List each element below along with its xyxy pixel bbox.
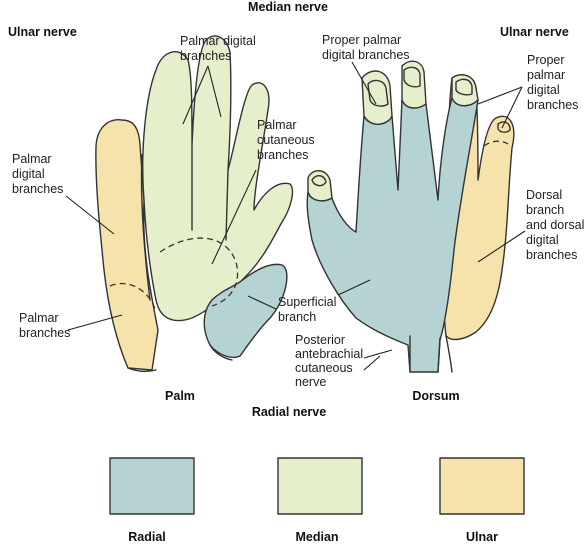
legend-label-median: Median: [295, 530, 338, 544]
legend: Radial Median Ulnar: [109, 457, 525, 544]
label-superficial-branch: Superficial branch: [278, 295, 340, 324]
label-dorsal-branch: Dorsal branch and dorsal digital branche…: [526, 188, 586, 262]
header-ulnar-nerve-right: Ulnar nerve: [500, 25, 569, 39]
label-proper-palmar-digital-branches-mid: Proper palmar digital branches: [322, 33, 410, 62]
label-posterior-antebrachial-nerve: Posterior antebrachial cutaneous nerve: [295, 333, 367, 389]
legend-swatch-radial: [109, 457, 195, 515]
leader-lines: [65, 61, 526, 371]
label-palmar-branches: Palmar branches: [19, 311, 70, 340]
dorsum-hand: [306, 60, 515, 373]
label-palmar-cutaneous-branches: Palmar cutaneous branches: [257, 118, 318, 162]
label-palmar-digital-branches-top: Palmar digital branches: [180, 34, 259, 63]
header-dorsum: Dorsum: [412, 389, 459, 403]
legend-label-ulnar: Ulnar: [466, 530, 498, 544]
legend-swatch-median: [277, 457, 363, 515]
legend-swatch-ulnar: [439, 457, 525, 515]
header-median-nerve: Median nerve: [248, 0, 328, 14]
label-palmar-digital-branches-left: Palmar digital branches: [12, 152, 63, 196]
label-proper-palmar-digital-branches-right: Proper palmar digital branches: [527, 53, 578, 112]
palm-radial-region: [203, 263, 288, 359]
header-ulnar-nerve-left: Ulnar nerve: [8, 25, 77, 39]
palm-hand: [95, 35, 294, 373]
header-palm: Palm: [165, 389, 195, 403]
legend-label-radial: Radial: [128, 530, 166, 544]
header-radial-nerve: Radial nerve: [252, 405, 326, 419]
palm-dashed-ulnar-arc: [109, 282, 157, 313]
dorsum-radial-region: [306, 97, 479, 373]
palm-dashed-median-arc: [159, 237, 239, 307]
